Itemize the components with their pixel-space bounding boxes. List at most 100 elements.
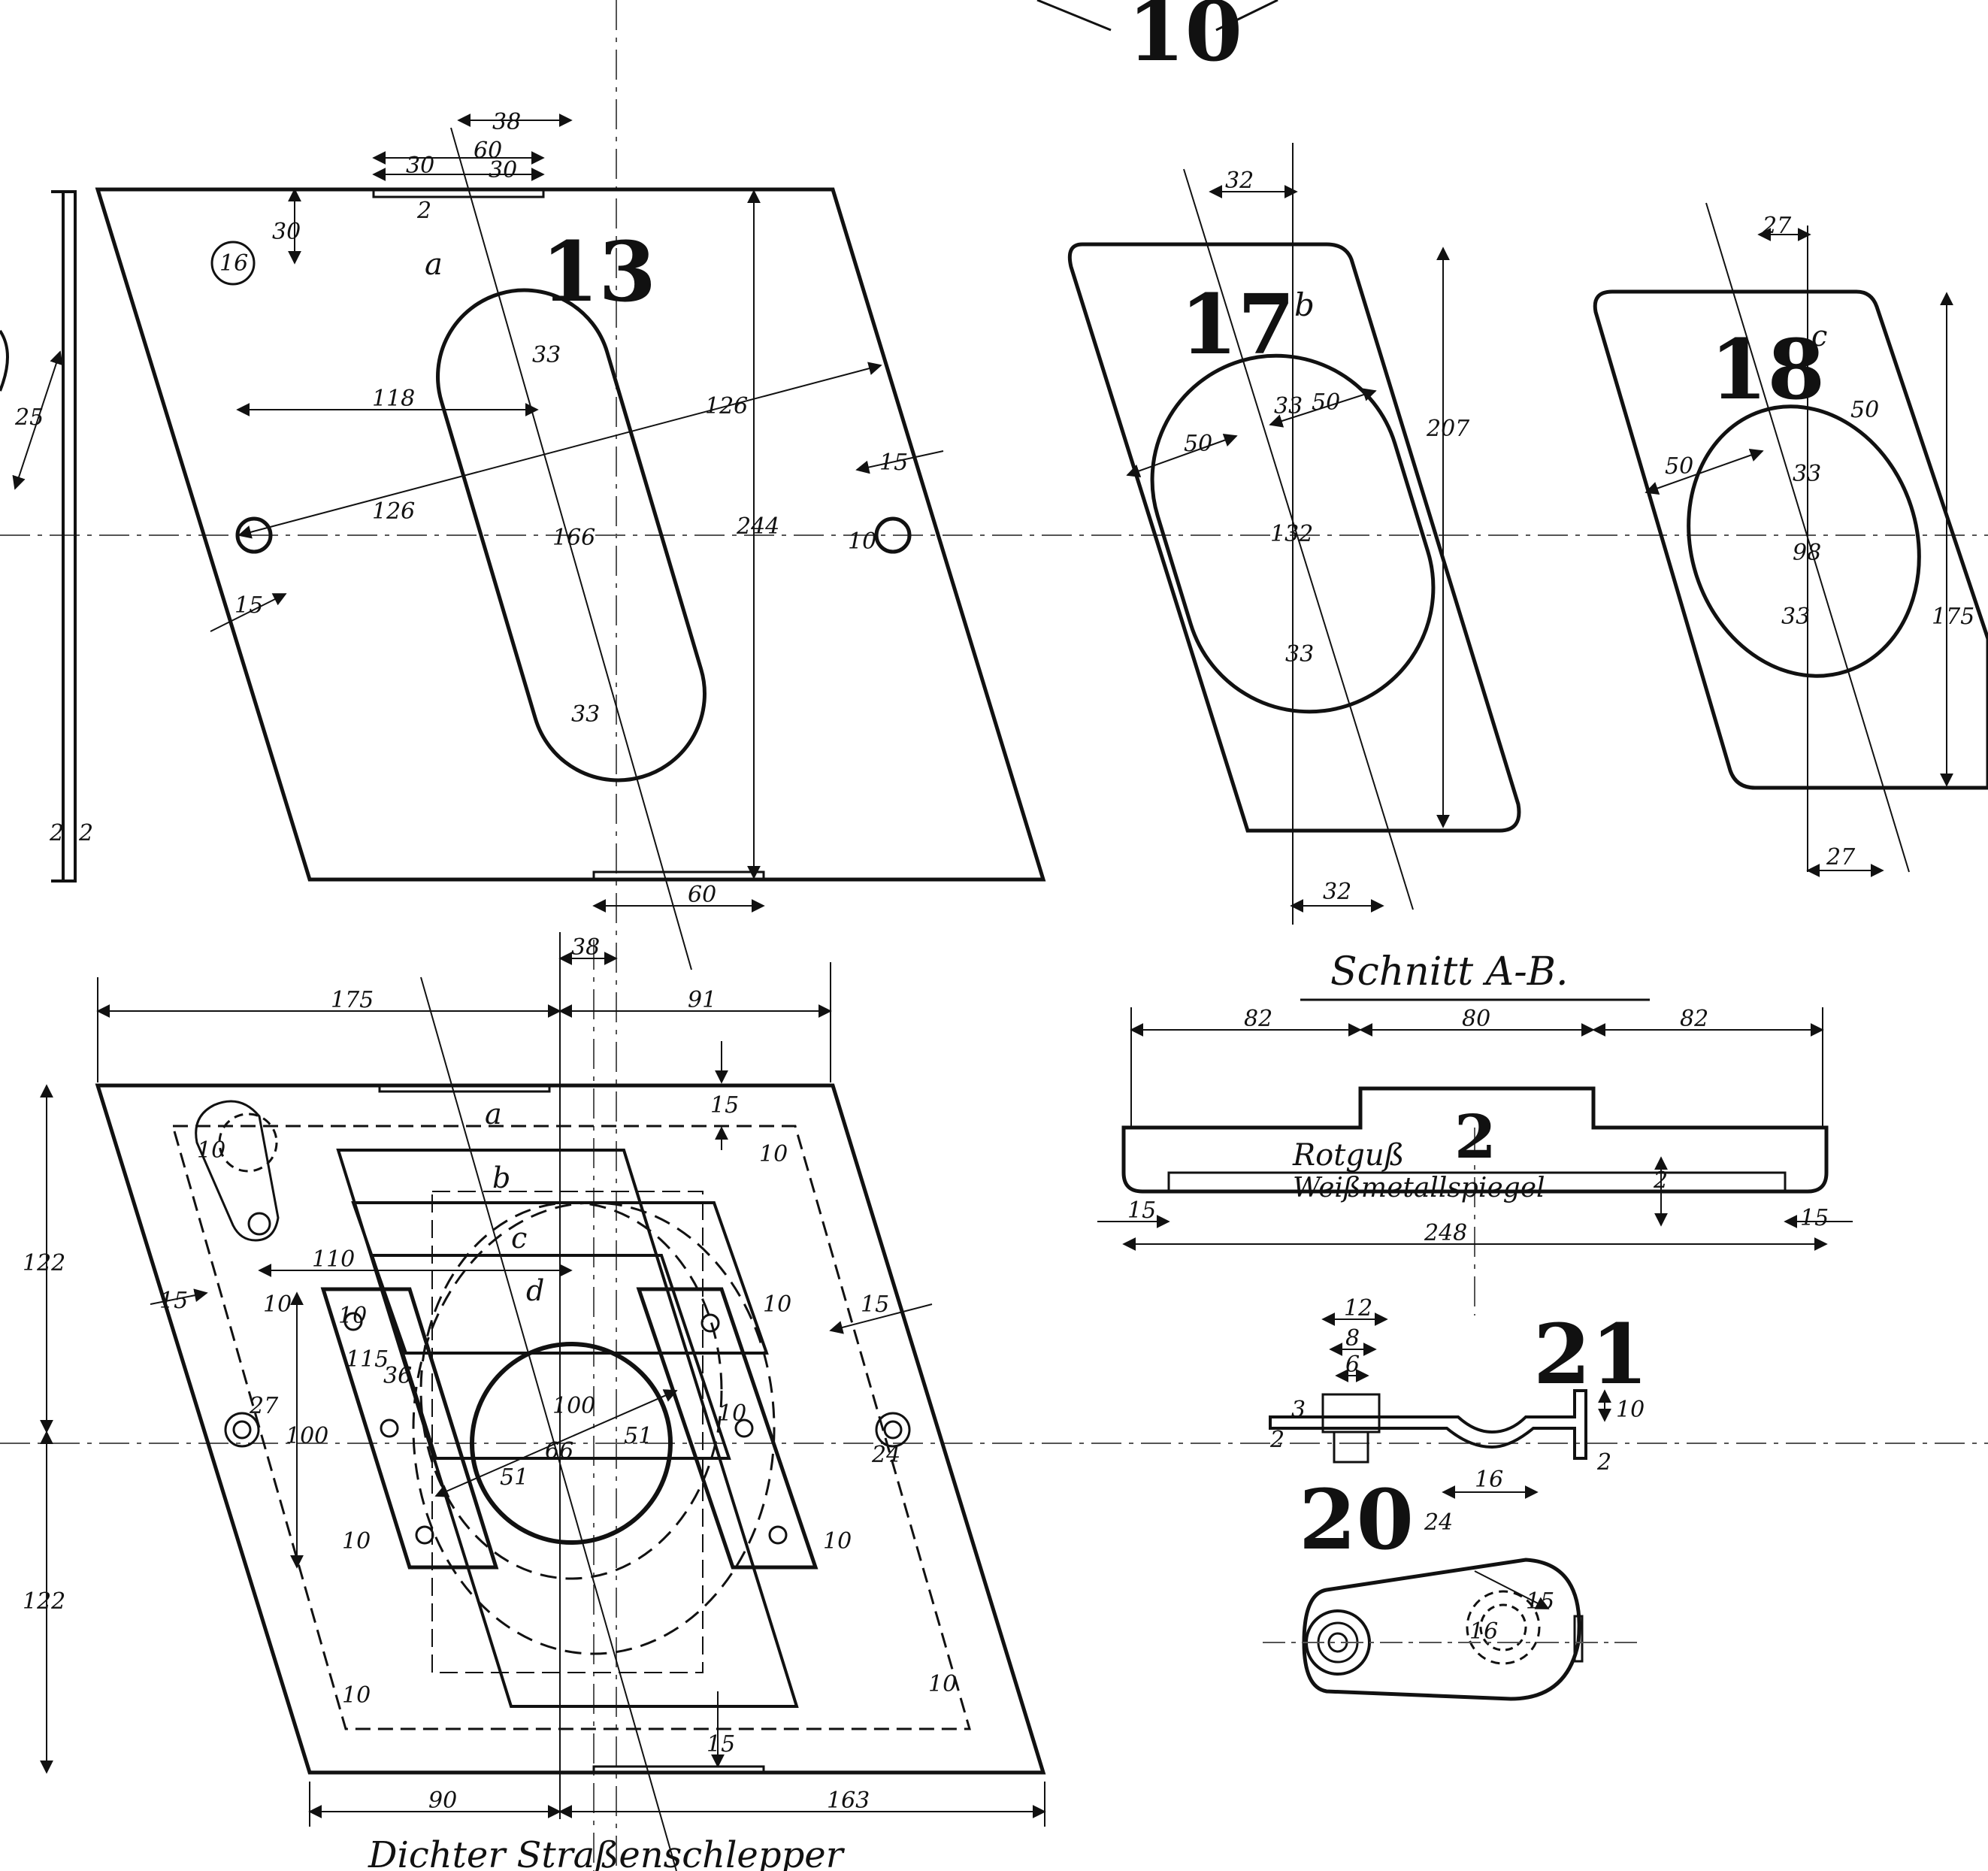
part-21-d2b: 2 [1596, 1449, 1611, 1476]
section-a-b: Schnitt A-B. 82 80 82 2 Rotguß Weißmetal… [1097, 949, 1853, 1251]
part-21-d3: 3 [1291, 1397, 1306, 1423]
part-13-d118: 118 [372, 386, 415, 412]
assembly-dashed-rect [431, 1191, 704, 1673]
assembly-d100-left: 100 [286, 1423, 328, 1449]
side-view-thickness2: 2 [78, 820, 93, 846]
assembly-d27: 27 [249, 1393, 279, 1419]
assembly-d66: 66 [545, 1438, 573, 1464]
part-18-opening [1687, 404, 1921, 678]
part-17-d50-left: 50 [1184, 431, 1212, 457]
side-view: 25 2 2 [0, 190, 93, 883]
section-material1: Rotguß [1292, 1138, 1404, 1173]
assembly-d15-top: 15 [710, 1092, 739, 1119]
part-13-top-30b: 30 [489, 157, 517, 183]
assembly-dashed-outline [171, 1125, 971, 1730]
assembly-d10-e: 10 [823, 1528, 852, 1555]
section-t2: 2 [1653, 1167, 1668, 1194]
assembly-d91: 91 [688, 987, 716, 1013]
part-21-d8: 8 [1345, 1325, 1360, 1352]
assembly-dashed-ellipse-1 [419, 1201, 723, 1580]
assembly-d110: 110 [312, 1246, 355, 1273]
section-part-number: 2 [1454, 1101, 1496, 1172]
part-13-hole-16: 16 [219, 250, 248, 277]
part-17-top-32: 32 [1225, 168, 1254, 194]
part-18-r33: 33 [1793, 461, 1821, 487]
part-21: 21 12 8 6 3 2 10 2 16 24 [1269, 1295, 1648, 1536]
assembly-mark-c: c [511, 1222, 527, 1255]
assembly-d15-left: 15 [159, 1288, 188, 1314]
assembly-mark-d: d [526, 1274, 544, 1307]
section-left-15: 15 [1127, 1197, 1156, 1224]
assembly-d51-right: 51 [624, 1423, 652, 1449]
part-13-slot-166: 166 [552, 525, 595, 551]
assembly-d10-d: 10 [342, 1528, 371, 1555]
side-view-d25: 25 [14, 404, 44, 431]
part-13-top-38: 38 [492, 109, 521, 135]
part-17-number: 17 [1180, 276, 1295, 373]
part-21-d16: 16 [1475, 1467, 1503, 1493]
section-lining [1167, 1171, 1787, 1193]
part-17-opening [1150, 353, 1436, 714]
part-13-right-15: 15 [879, 450, 908, 476]
part-18-d175: 175 [1932, 604, 1974, 630]
part-17-plate [1067, 242, 1521, 833]
assembly-d36: 36 [383, 1363, 412, 1389]
assembly-d10-a: 10 [263, 1291, 292, 1318]
section-material2: Weißmetallspiegel [1293, 1173, 1545, 1203]
part-13-d126-right: 126 [705, 393, 748, 419]
part-18-d50-left: 50 [1665, 453, 1693, 480]
part-20: 20 16 15 [1263, 1471, 1639, 1701]
part-13-top-2: 2 [416, 198, 431, 224]
assembly-left-strip [320, 1287, 499, 1570]
assembly-dashed-ellipse-2 [412, 1201, 776, 1655]
assembly-r10-br: 10 [928, 1671, 957, 1697]
part-18-bottom-27: 27 [1826, 844, 1856, 870]
assembly-d10-c: 10 [763, 1291, 791, 1318]
part-21-d2: 2 [1269, 1427, 1284, 1453]
assembly-r10-tl: 10 [197, 1137, 225, 1164]
part-13-top-tab [372, 188, 545, 198]
part-17: 17 b 32 33 50 50 207 132 33 32 [1067, 143, 1521, 925]
part-18: 18 c 27 50 50 33 98 33 175 27 [1593, 202, 1988, 877]
part-13-r33-bottom: 33 [571, 701, 600, 728]
part-21-d10: 10 [1616, 1397, 1645, 1423]
assembly-top-tab [378, 1084, 551, 1093]
part-21-number: 21 [1533, 1306, 1648, 1403]
part-13-bottom-tab [592, 870, 765, 881]
part-18-d98: 98 [1793, 540, 1821, 566]
part-13-mark: a [425, 247, 443, 282]
assembly-mark-b: b [492, 1161, 510, 1194]
part-17-r33-bottom: 33 [1285, 641, 1314, 668]
sheet-number-label: 10 [1127, 0, 1242, 80]
part-21-d6: 6 [1345, 1352, 1360, 1378]
assembly-d163: 163 [827, 1788, 870, 1814]
assembly-d38: 38 [571, 934, 600, 961]
part-17-bottom-32: 32 [1323, 879, 1351, 905]
part-17-r33: 33 [1274, 393, 1303, 419]
section-right-15: 15 [1800, 1205, 1829, 1231]
part-18-top-27: 27 [1762, 213, 1792, 239]
assembly-d51-left: 51 [500, 1464, 528, 1491]
assembly-d10-f: 10 [718, 1400, 746, 1427]
part-13-left-15: 15 [235, 592, 263, 619]
section-mid-80: 80 [1462, 1006, 1490, 1032]
assembly-d100-diag: 100 [552, 1393, 595, 1419]
part-20-d15: 15 [1526, 1588, 1554, 1615]
section-left-82: 82 [1244, 1006, 1272, 1032]
assembly-plate-d [370, 1254, 731, 1460]
assembly-d115: 115 [346, 1346, 389, 1373]
part-13-top-30a: 30 [406, 153, 434, 179]
side-view-thickness: 2 [49, 820, 64, 846]
part-17-d132: 132 [1270, 521, 1313, 547]
part-13: 13 a 38 60 30 30 2 30 16 33 118 126 126 … [95, 109, 1046, 970]
part-20-number: 20 [1299, 1471, 1414, 1568]
assembly-bottom-tab [592, 1765, 765, 1774]
assembly-caption: Dichter Straßenschlepper [368, 1834, 846, 1871]
section-body [1121, 1086, 1829, 1194]
part-21-profile [1269, 1389, 1587, 1460]
assembly-d24: 24 [871, 1442, 900, 1468]
assembly-d15-bottom: 15 [707, 1731, 735, 1757]
part-17-d50-right: 50 [1312, 389, 1340, 416]
part-13-bottom-60: 60 [688, 882, 716, 908]
